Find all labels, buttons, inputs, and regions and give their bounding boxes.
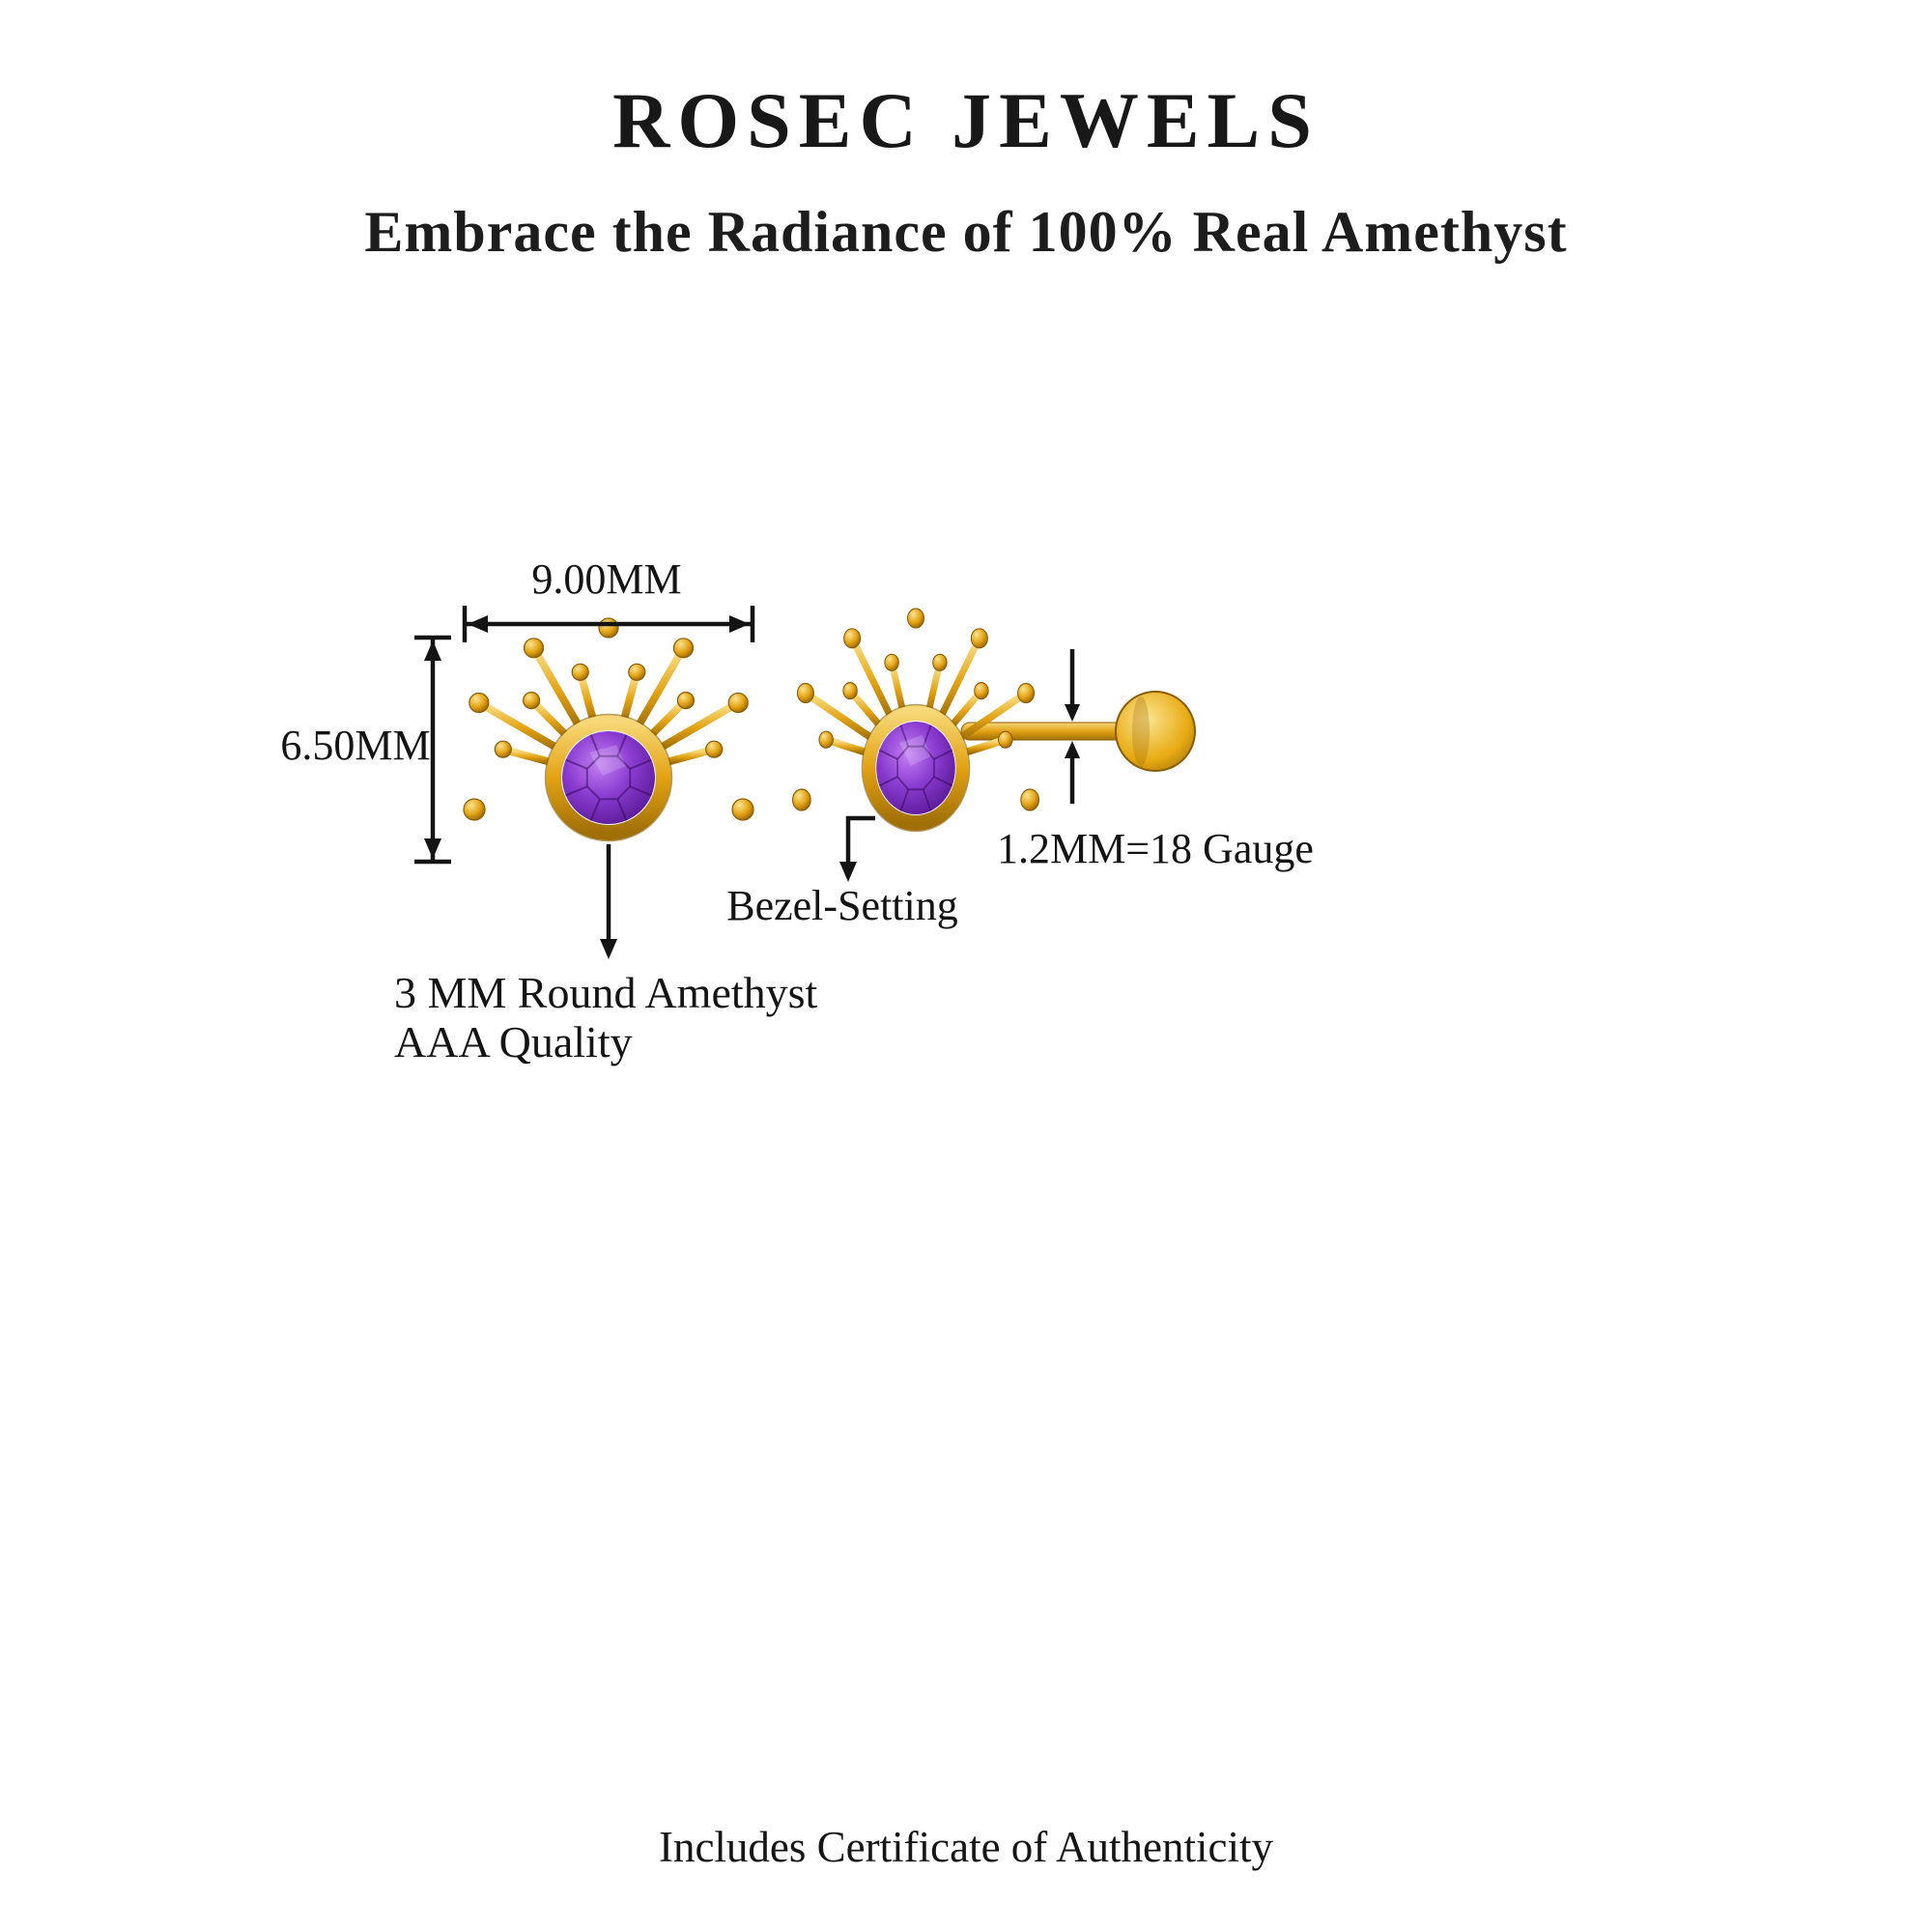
- bezel-setting-label: Bezel-Setting: [726, 882, 958, 929]
- bezel-callout-line: [845, 815, 875, 870]
- stone-label-line2: AAA Quality: [394, 1017, 633, 1066]
- stone-label-line1: 3 MM Round Amethyst: [394, 968, 818, 1017]
- gauge-label: 1.2MM=18 Gauge: [997, 825, 1314, 872]
- width-arrow-left-icon: [468, 615, 488, 633]
- earring-front-illustration: [464, 618, 753, 841]
- height-dimension: [414, 635, 451, 865]
- height-arrow-down-icon: [424, 838, 441, 859]
- certificate-note: Includes Certificate of Authenticity: [658, 1823, 1274, 1871]
- labret-post: [960, 722, 1126, 741]
- earring-side-illustration: [793, 609, 1196, 832]
- gauge-arrow-down-icon: [1065, 704, 1080, 722]
- labret-flat-back-disc: [1115, 691, 1196, 772]
- stone-arrow-icon: [600, 939, 617, 959]
- width-dimension: [462, 606, 755, 642]
- disc-rim-shade: [1132, 696, 1150, 766]
- width-dimension-label: 9.00MM: [531, 555, 681, 603]
- height-dimension-label: 6.50MM: [280, 722, 430, 769]
- bezel-arrow-icon: [839, 862, 857, 882]
- brand-title: ROSEC JEWELS: [612, 76, 1320, 164]
- tagline: Embrace the Radiance of 100% Real Amethy…: [364, 200, 1568, 264]
- sunburst-fan-front: [464, 618, 753, 841]
- sunburst-fan-side: [793, 609, 1039, 832]
- gauge-arrow-up-icon: [1065, 741, 1080, 758]
- width-arrow-right-icon: [729, 615, 750, 633]
- height-arrow-up-icon: [424, 640, 441, 661]
